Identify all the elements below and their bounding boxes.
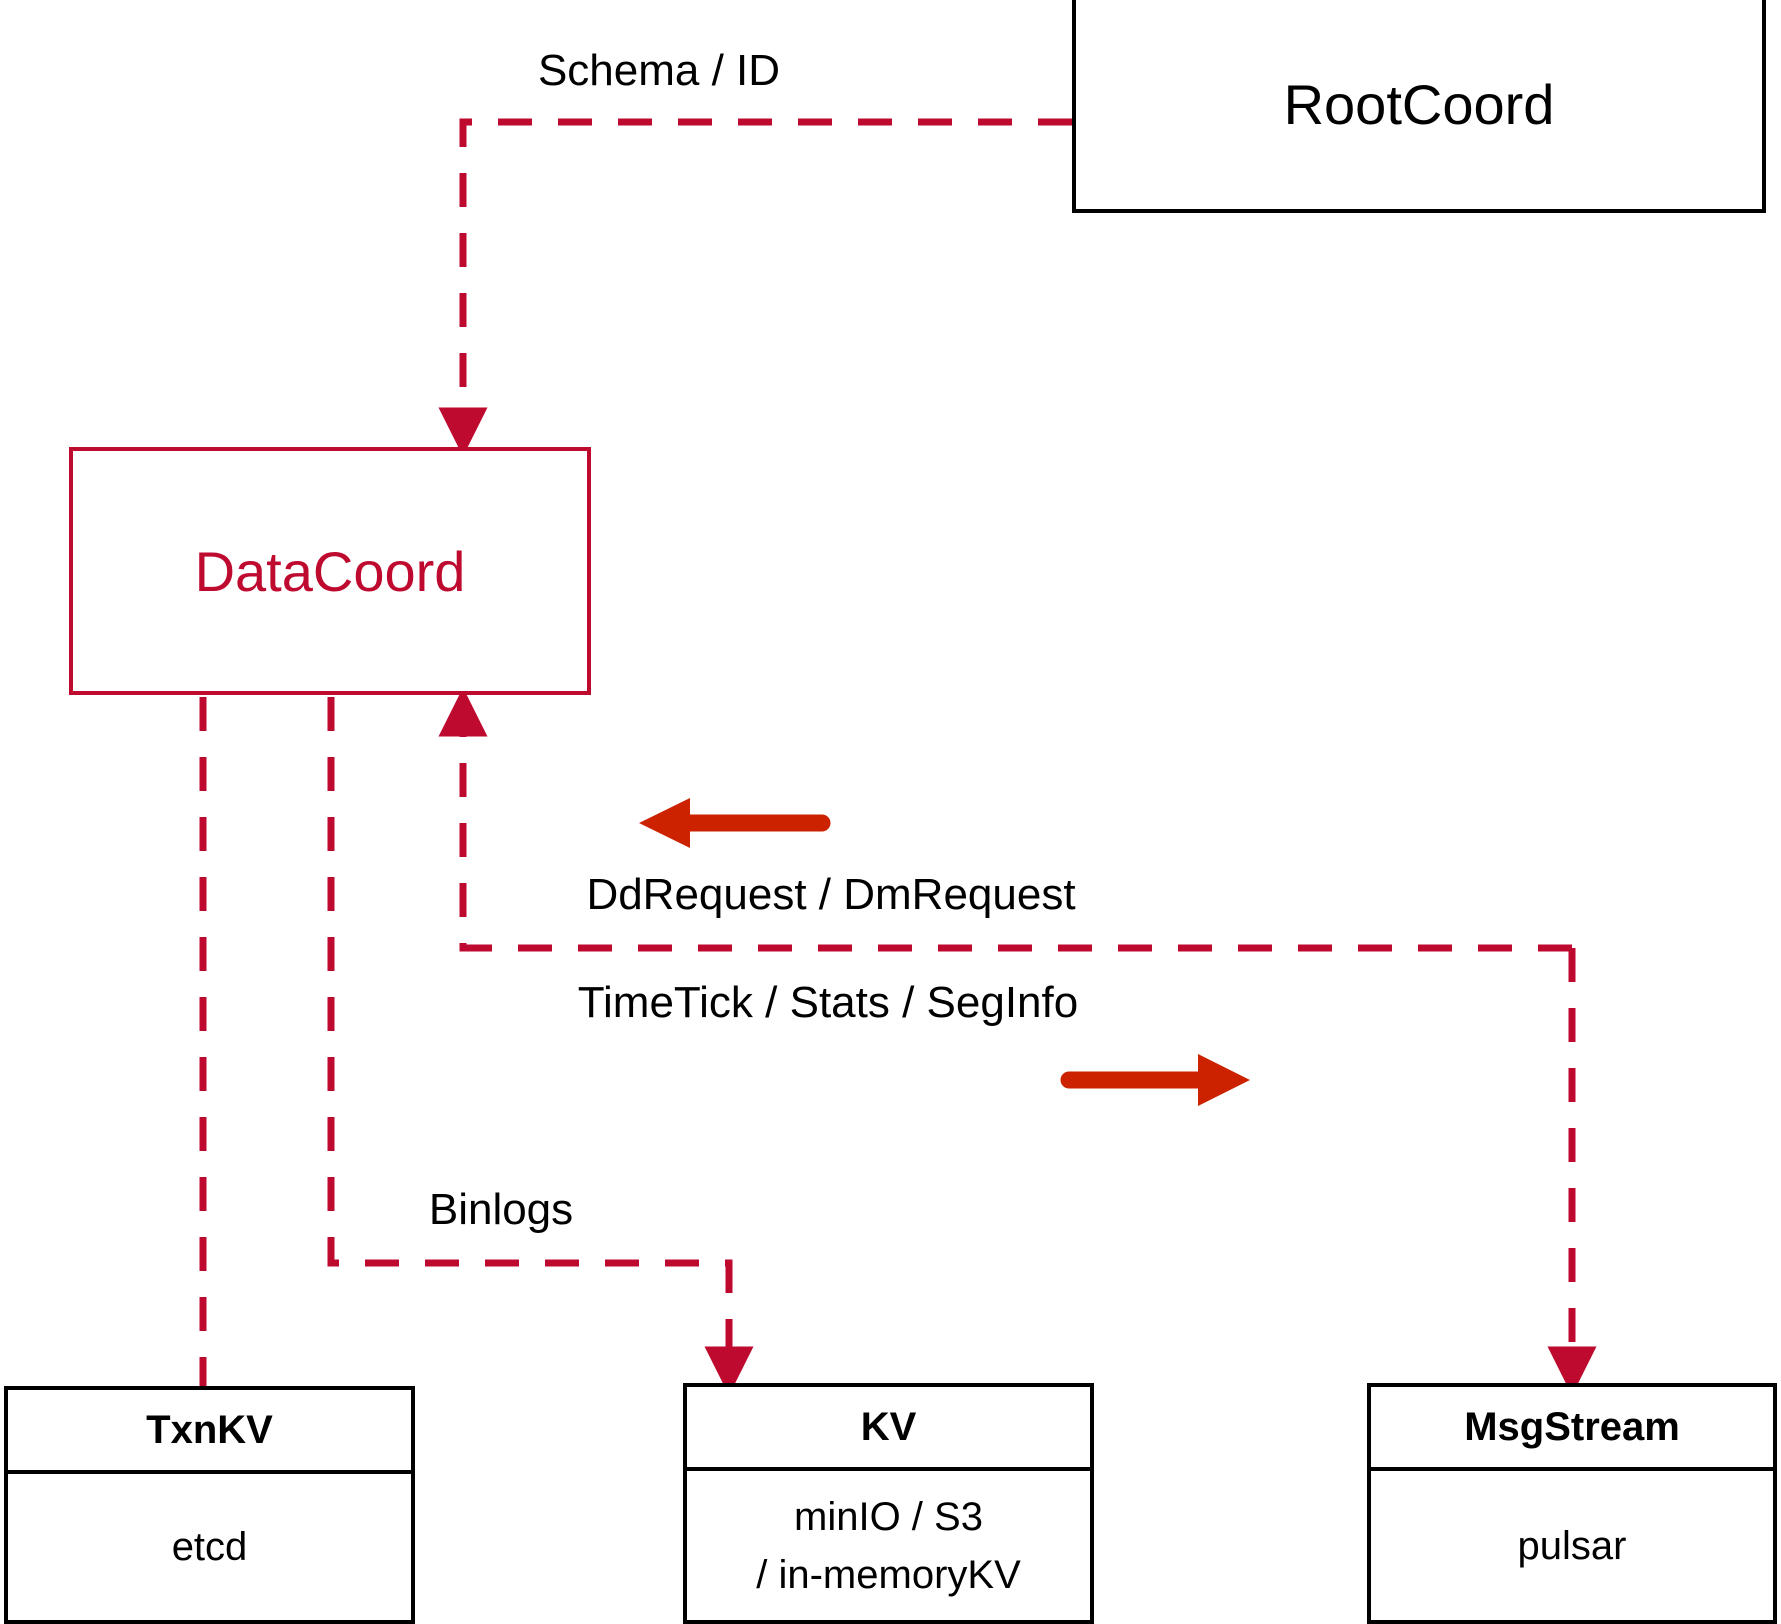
node-kv-body-line-1: minIO / S3 [794, 1494, 983, 1539]
node-datacoord[interactable]: DataCoord [69, 447, 591, 695]
direction-arrow-right-icon [1060, 1054, 1250, 1106]
node-kv-header: KV [687, 1387, 1090, 1471]
node-rootcoord[interactable]: RootCoord [1072, 0, 1766, 213]
node-msgstream-body: pulsar [1371, 1471, 1773, 1620]
node-rootcoord-label: RootCoord [1283, 73, 1555, 136]
node-datacoord-label: DataCoord [194, 539, 466, 603]
node-msgstream-body-line: pulsar [1517, 1523, 1627, 1568]
node-kv-body-line-2: / in-memoryKV [756, 1552, 1021, 1597]
edge-label-timetick-stats-seginfo: TimeTick / Stats / SegInfo [571, 978, 1085, 1028]
edge-label-dd-dm-request: DdRequest / DmRequest [580, 870, 1082, 920]
node-txnkv-body-line: etcd [171, 1525, 248, 1569]
edge-label-schema-id: Schema / ID [531, 46, 787, 96]
direction-arrow-left-icon [639, 798, 831, 848]
edge-datacoord-to-kv [327, 697, 754, 1396]
edge-label-binlogs: Binlogs [422, 1185, 580, 1235]
node-txnkv-header: TxnKV [8, 1390, 411, 1474]
node-kv-body: minIO / S3 / in-memoryKV [687, 1471, 1090, 1620]
edge-msgstream-to-datacoord [438, 687, 1572, 952]
node-msgstream[interactable]: MsgStream pulsar [1367, 1383, 1777, 1624]
node-kv[interactable]: KV minIO / S3 / in-memoryKV [683, 1383, 1094, 1624]
node-txnkv-body: etcd [8, 1474, 411, 1620]
node-txnkv[interactable]: TxnKV etcd [4, 1386, 415, 1624]
node-msgstream-header: MsgStream [1371, 1387, 1773, 1471]
edge-rootcoord-to-datacoord [438, 118, 1072, 457]
